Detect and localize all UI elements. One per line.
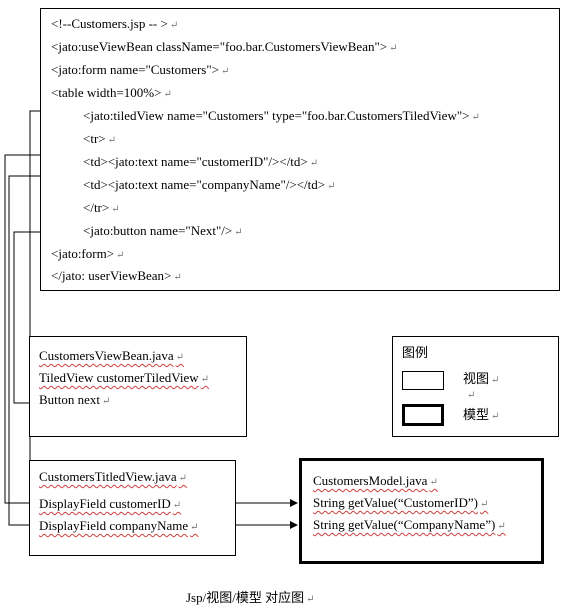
model-getvalue-companyname: String getValue(“CompanyName”)↵ — [313, 517, 506, 532]
viewbean-box: CustomersViewBean.java↵ TiledView custom… — [29, 336, 247, 437]
jsp-code-box: <!--Customers.jsp -- >↵ <jato:useViewBea… — [40, 8, 560, 291]
jsp-line-8: <td><jato:text name="companyName"/></td>… — [83, 177, 336, 192]
jsp-line-9: </tr>↵ — [83, 200, 120, 215]
connector-tr-to-customerid — [4, 154, 40, 504]
model-getvalue-customerid: String getValue(“CustomerID”)↵ — [313, 495, 489, 510]
figure-caption: Jsp/视图/模型 对应图↵ — [186, 590, 315, 605]
legend-view-swatch — [402, 371, 444, 390]
jsp-line-5: <jato:tiledView name="Customers" type="f… — [83, 108, 480, 123]
viewbean-class-name: CustomersViewBean.java↵ — [39, 348, 184, 363]
jsp-line-12: </jato: userViewBean>↵ — [51, 268, 182, 283]
jsp-line-2: <jato:useViewBean className="foo.bar.Cus… — [51, 39, 398, 54]
jsp-line-6: <tr>↵ — [83, 131, 116, 146]
tiledview-customerid-field: DisplayField customerID↵ — [39, 496, 182, 511]
legend-spacer-mark: ↵ — [467, 390, 476, 401]
viewbean-tiledview-field: TiledView customerTiledView↵ — [39, 370, 210, 385]
tiledview-box: CustomersTitledView.java↵ DisplayField c… — [29, 460, 236, 556]
jsp-line-7: <td><jato:text name="customerID"/></td>↵ — [83, 154, 319, 169]
legend-view-label: 视图↵ — [463, 371, 500, 386]
jsp-line-4: <table width=100%>↵ — [51, 85, 172, 100]
legend-box: 图例 视图↵ ↵ 模型↵ — [392, 336, 559, 437]
jsp-line-1: <!--Customers.jsp -- >↵ — [51, 16, 179, 31]
tiledview-class-name: CustomersTitledView.java↵ — [39, 469, 188, 484]
model-class-name: CustomersModel.java↵ — [313, 473, 438, 488]
legend-model-swatch — [402, 404, 444, 426]
model-box: CustomersModel.java↵ String getValue(“Cu… — [299, 458, 544, 564]
tiledview-companyname-field: DisplayField companyName↵ — [39, 518, 199, 533]
jsp-line-11: <jato:form>↵ — [51, 246, 125, 261]
jsp-line-3: <jato:form name="Customers">↵ — [51, 62, 230, 77]
legend-model-label: 模型↵ — [463, 407, 500, 422]
viewbean-button-field: Button next↵ — [39, 392, 111, 407]
jsp-line-10: <jato:button name="Next"/>↵ — [83, 223, 243, 238]
legend-title: 图例 — [402, 345, 429, 360]
